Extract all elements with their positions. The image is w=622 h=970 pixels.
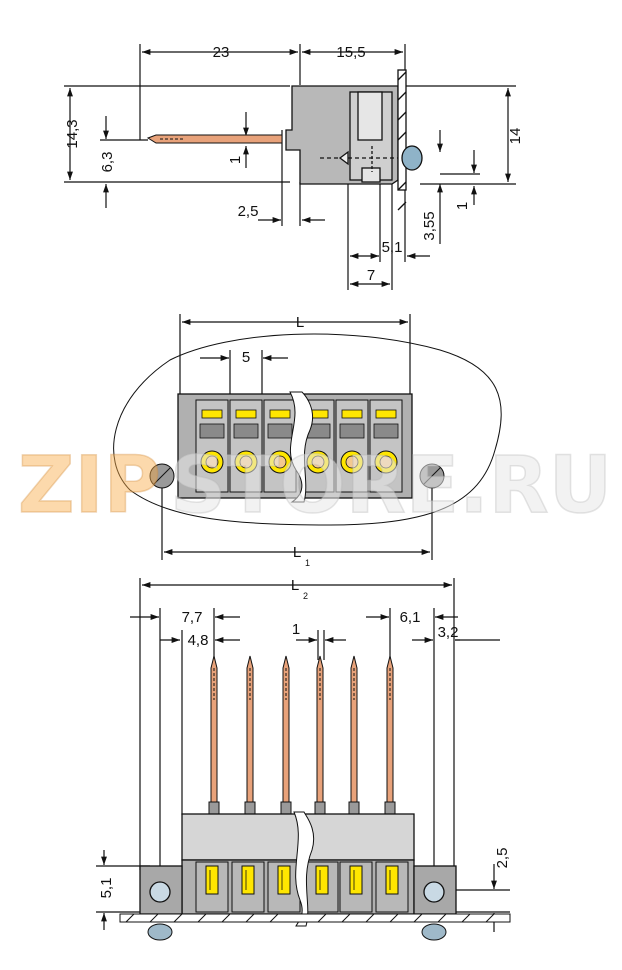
label-3-2: 3,2 (438, 624, 459, 641)
label-3-55: 3,55 (421, 211, 438, 240)
top-marker (235, 409, 257, 419)
front-pin (280, 655, 292, 815)
top-cell (229, 399, 263, 493)
front-pins (208, 655, 396, 815)
top-marker (269, 409, 291, 419)
label-L2-sub: 2 (303, 591, 308, 601)
front-pin (384, 655, 396, 815)
label-2-5-front: 2,5 (494, 848, 511, 869)
watermark: ZIP STORE.RU (17, 440, 613, 532)
top-cell (301, 399, 335, 493)
top-cell (263, 399, 297, 493)
front-marker (277, 865, 291, 895)
top-cell (335, 399, 369, 493)
front-pin (314, 655, 326, 815)
top-cell (369, 399, 403, 493)
front-cell (231, 861, 265, 913)
top-screw-left (149, 463, 175, 489)
label-14: 14 (507, 128, 524, 145)
label-L2: L (291, 577, 299, 594)
front-pin (208, 655, 220, 815)
top-view (113, 314, 502, 560)
label-14-3: 14,3 (64, 119, 81, 148)
break-outline (113, 333, 502, 526)
label-1-right: 1 (454, 202, 471, 210)
front-pin (244, 655, 256, 815)
top-marker (341, 409, 363, 419)
front-cell (339, 861, 373, 913)
label-5-1-front: 5,1 (98, 878, 115, 899)
label-6-3: 6,3 (99, 152, 116, 173)
label-5-1: 5,1 (382, 239, 403, 256)
front-rail (119, 913, 511, 941)
side-housing (285, 69, 423, 211)
front-marker (385, 865, 399, 895)
top-screw-right (419, 463, 445, 489)
label-7: 7 (367, 267, 375, 284)
break-gap (289, 391, 314, 503)
front-marker (349, 865, 363, 895)
front-cell (375, 861, 409, 913)
label-15-5: 15,5 (336, 44, 365, 61)
front-marker (241, 865, 255, 895)
label-pitch: 5 (242, 349, 250, 366)
front-marker (315, 865, 329, 895)
watermark-orange: ZIP (18, 441, 161, 531)
front-pin (348, 655, 360, 815)
top-marker (375, 409, 397, 419)
side-view (64, 44, 516, 290)
front-break-gap (293, 811, 315, 927)
label-L: L (296, 314, 304, 331)
front-marker (205, 865, 219, 895)
label-2-5: 2,5 (238, 203, 259, 220)
front-cell (305, 861, 339, 913)
label-1-pin: 1 (227, 156, 244, 164)
label-6-1: 6,1 (400, 609, 421, 626)
top-cell (195, 399, 229, 493)
top-marker (201, 409, 223, 419)
top-cells (195, 399, 403, 493)
front-cell (267, 861, 301, 913)
label-4-8: 4,8 (188, 632, 209, 649)
side-pin (146, 134, 283, 144)
front-cell (195, 861, 229, 913)
label-23: 23 (213, 44, 230, 61)
label-7-7: 7,7 (182, 609, 203, 626)
front-cells (195, 861, 409, 913)
label-L1-sub: 1 (305, 558, 310, 568)
watermark-gray: STORE.RU (170, 441, 612, 531)
label-1: 1 (292, 621, 300, 638)
label-L1: L (293, 544, 301, 561)
